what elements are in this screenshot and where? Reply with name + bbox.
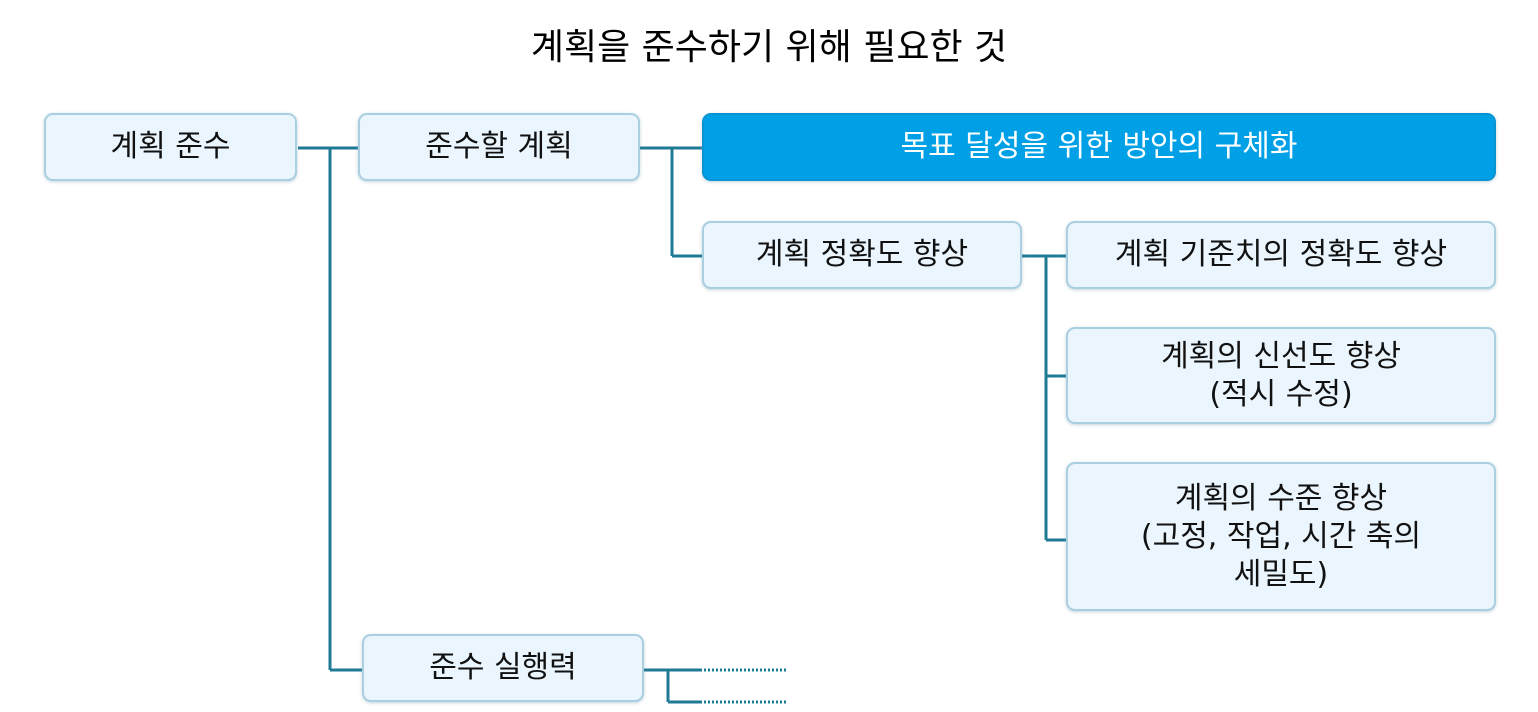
node-freshness: 계획의 신선도 향상 (적시 수정): [1066, 327, 1496, 424]
node-level-up: 계획의 수준 향상 (고정, 작업, 시간 축의 세밀도): [1066, 462, 1496, 611]
node-plan-to-follow: 준수할 계획: [358, 113, 640, 181]
diagram-title: 계획을 준수하기 위해 필요한 것: [530, 27, 1008, 68]
node-execution-power: 준수 실행력: [362, 634, 644, 702]
node-baseline-accuracy: 계획 기준치의 정확도 향상: [1066, 221, 1496, 289]
node-concrete-measures: 목표 달성을 위한 방안의 구체화: [702, 113, 1496, 181]
node-plan-accuracy: 계획 정확도 향상: [702, 221, 1022, 289]
node-root-plan-compliance: 계획 준수: [44, 113, 297, 181]
